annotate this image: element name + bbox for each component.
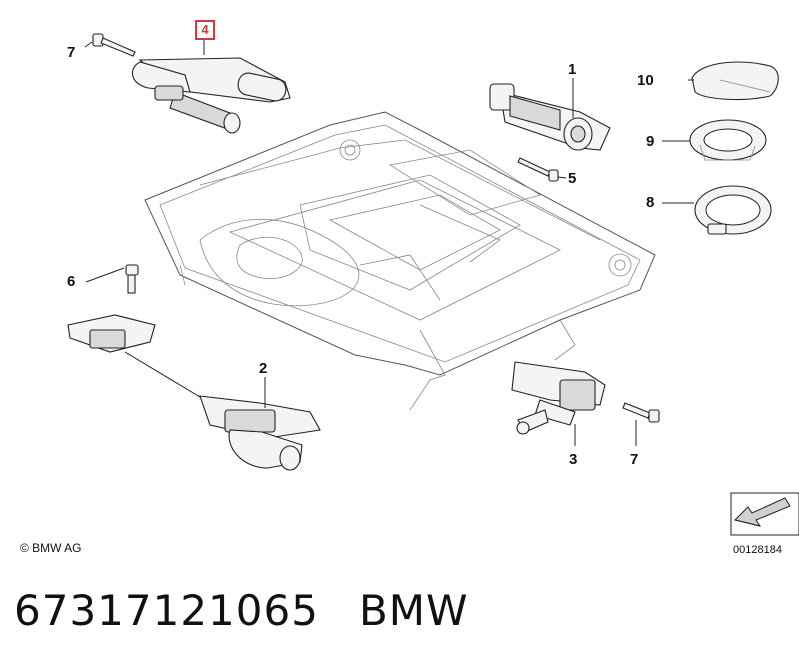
callout-8: 8: [646, 194, 655, 211]
callout-2: 2: [259, 360, 268, 377]
part-7-bolt-top: [84, 33, 136, 57]
diagram-arrow-icon: [730, 492, 799, 536]
part-1-motor: [489, 78, 611, 151]
part-3-motor: [511, 361, 606, 446]
diagram-number: 00128184: [733, 544, 782, 556]
callout-1: 1: [568, 61, 577, 78]
callout-3: 3: [569, 451, 578, 468]
callout-4-highlighted: 4: [195, 20, 215, 40]
caption: 67317121065 BMW: [14, 586, 469, 635]
part-5-bolt: [517, 157, 567, 182]
part-10-cover: [688, 61, 779, 100]
part-7-bolt-right: [622, 402, 660, 446]
callout-6: 6: [67, 273, 76, 290]
part-2-gearbox: [67, 314, 321, 471]
callout-5: 5: [568, 170, 577, 187]
callout-7-top: 7: [67, 44, 76, 61]
part-4-motor-drive: [131, 57, 291, 134]
part-number: 67317121065: [14, 586, 319, 635]
callout-9: 9: [646, 133, 655, 150]
brand-name: BMW: [358, 586, 469, 635]
part-6-bolt: [85, 264, 139, 294]
part-9-ring: [662, 119, 767, 161]
copyright-notice: © BMW AG: [20, 541, 82, 555]
callout-7-right: 7: [630, 451, 639, 468]
callout-10: 10: [637, 72, 654, 89]
seat-frame: [144, 111, 656, 411]
part-8-clip: [662, 185, 772, 235]
